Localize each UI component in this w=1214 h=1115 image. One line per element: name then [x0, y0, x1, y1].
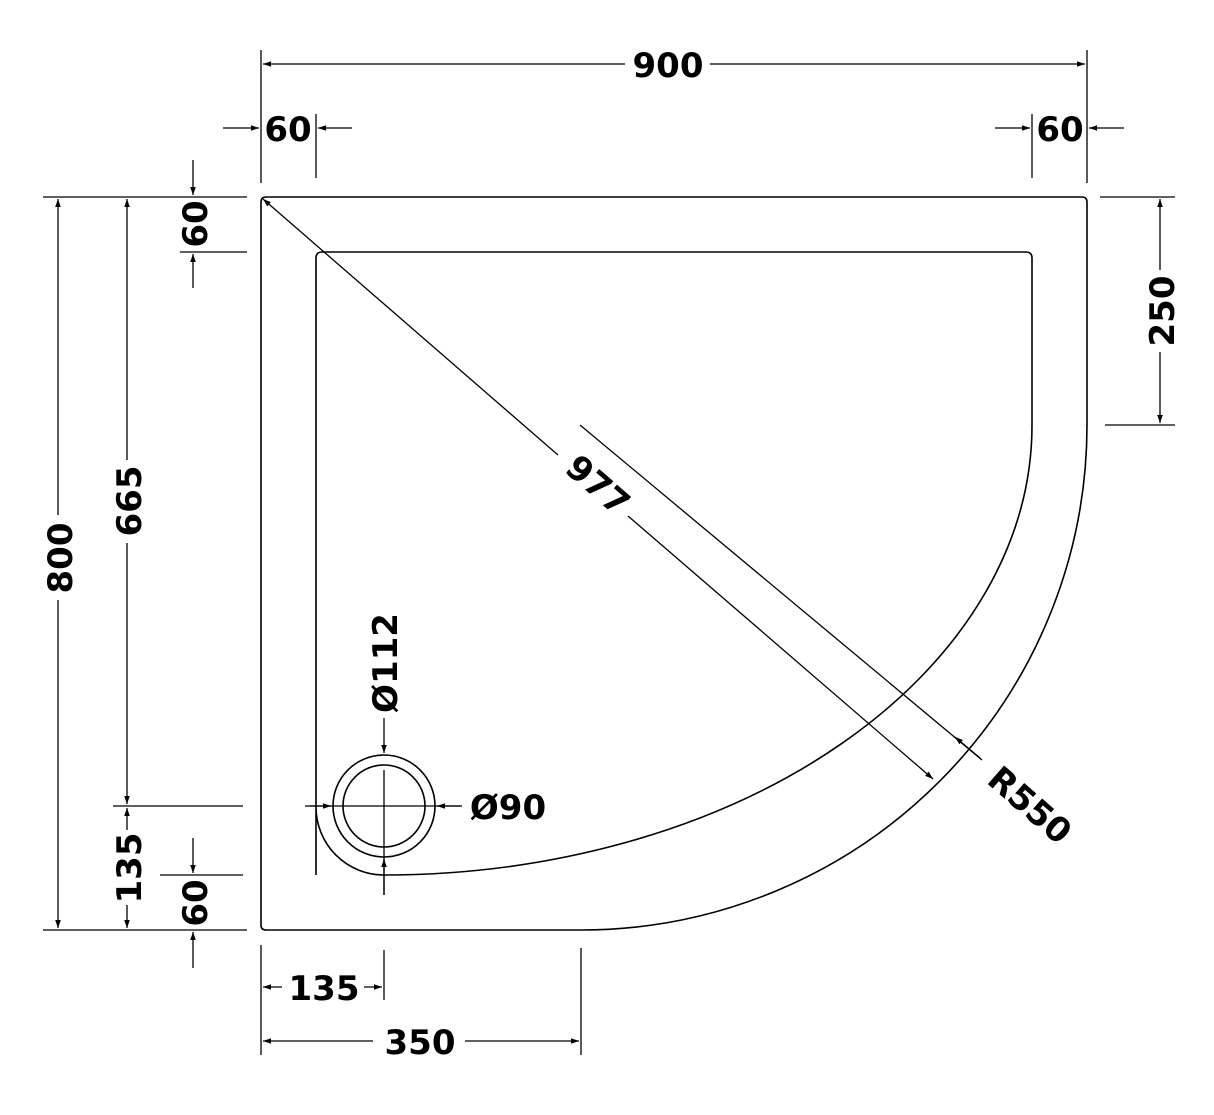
dim-radius: R550 — [579, 424, 1080, 853]
top-rim-label: 60 — [176, 200, 216, 247]
right-rim-label: 60 — [1036, 110, 1083, 150]
dim-overall-depth: 800 — [41, 199, 247, 931]
dim-top-rim: 60 — [43, 160, 247, 288]
radius-label: R550 — [980, 759, 1080, 853]
left-rim-label: 60 — [264, 110, 311, 150]
waste-outlet — [305, 754, 462, 895]
tray-inner-outline — [315, 251, 1033, 876]
bottom-rim-label: 60 — [176, 879, 216, 926]
dim-bottom-straight: 350 — [263, 948, 582, 1063]
dim-waste-from-left: 135 — [260, 945, 385, 1055]
dim-left-rim: 60 — [223, 110, 352, 178]
straight-side-label: 250 — [1143, 276, 1183, 347]
dim-bottom-rim: 60 — [160, 838, 243, 968]
waste-from-bottom-label: 135 — [110, 833, 150, 904]
dim-right-rim: 60 — [995, 110, 1124, 178]
waste-from-top-label: 665 — [110, 466, 150, 537]
overall-width-label: 900 — [633, 46, 704, 86]
waste-inner-diameter-label: Ø90 — [470, 788, 546, 828]
dim-waste-outer: Ø112 — [366, 613, 406, 895]
diagonal-label: 977 — [557, 447, 637, 524]
dim-straight-side: 250 — [1100, 196, 1183, 426]
dim-waste-from-bottom: 135 — [110, 808, 150, 928]
overall-depth-label: 800 — [41, 523, 81, 594]
dim-waste-from-top: 665 — [110, 199, 243, 807]
waste-from-left-label: 135 — [289, 969, 360, 1009]
dim-waste-inner: Ø90 — [310, 788, 546, 828]
tray-outer-outline — [260, 196, 1088, 931]
waste-outer-diameter-label: Ø112 — [366, 613, 406, 713]
bottom-straight-label: 350 — [385, 1023, 456, 1063]
dim-diagonal: 977 — [262, 198, 934, 780]
dim-overall-width: 900 — [260, 46, 1088, 183]
